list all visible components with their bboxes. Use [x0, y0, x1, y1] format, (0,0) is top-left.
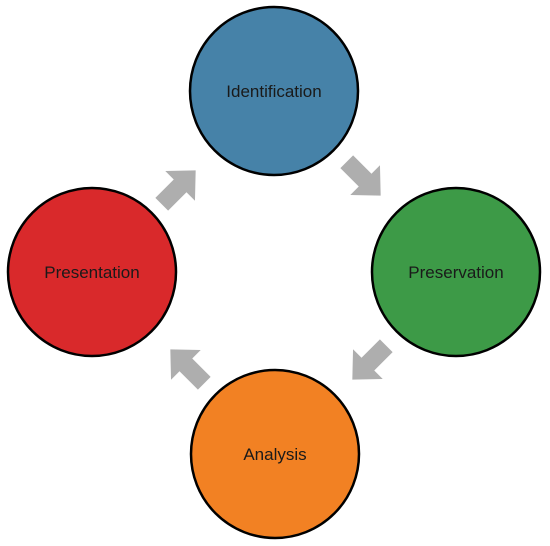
arrow-identification-to-preservation: [340, 155, 381, 196]
block-arrow-icon: [170, 349, 211, 390]
identification-label: Identification: [226, 82, 321, 101]
identification-circle: [188, 5, 360, 177]
preservation-label: Preservation: [408, 263, 503, 282]
preservation-circle: [370, 186, 542, 358]
analysis-circle: [189, 368, 361, 540]
node-analysis: Analysis: [189, 368, 361, 540]
analysis-label: Analysis: [243, 445, 306, 464]
node-presentation: Presentation: [6, 186, 178, 358]
node-identification: Identification: [188, 5, 360, 177]
arrow-analysis-to-presentation: [170, 349, 211, 390]
arrow-preservation-to-analysis: [352, 339, 393, 380]
presentation-circle: [6, 186, 178, 358]
block-arrow-icon: [340, 155, 381, 196]
block-arrow-icon: [352, 339, 393, 380]
arrow-presentation-to-identification: [155, 170, 196, 211]
presentation-label: Presentation: [44, 263, 139, 282]
block-arrow-icon: [155, 170, 196, 211]
node-preservation: Preservation: [370, 186, 542, 358]
